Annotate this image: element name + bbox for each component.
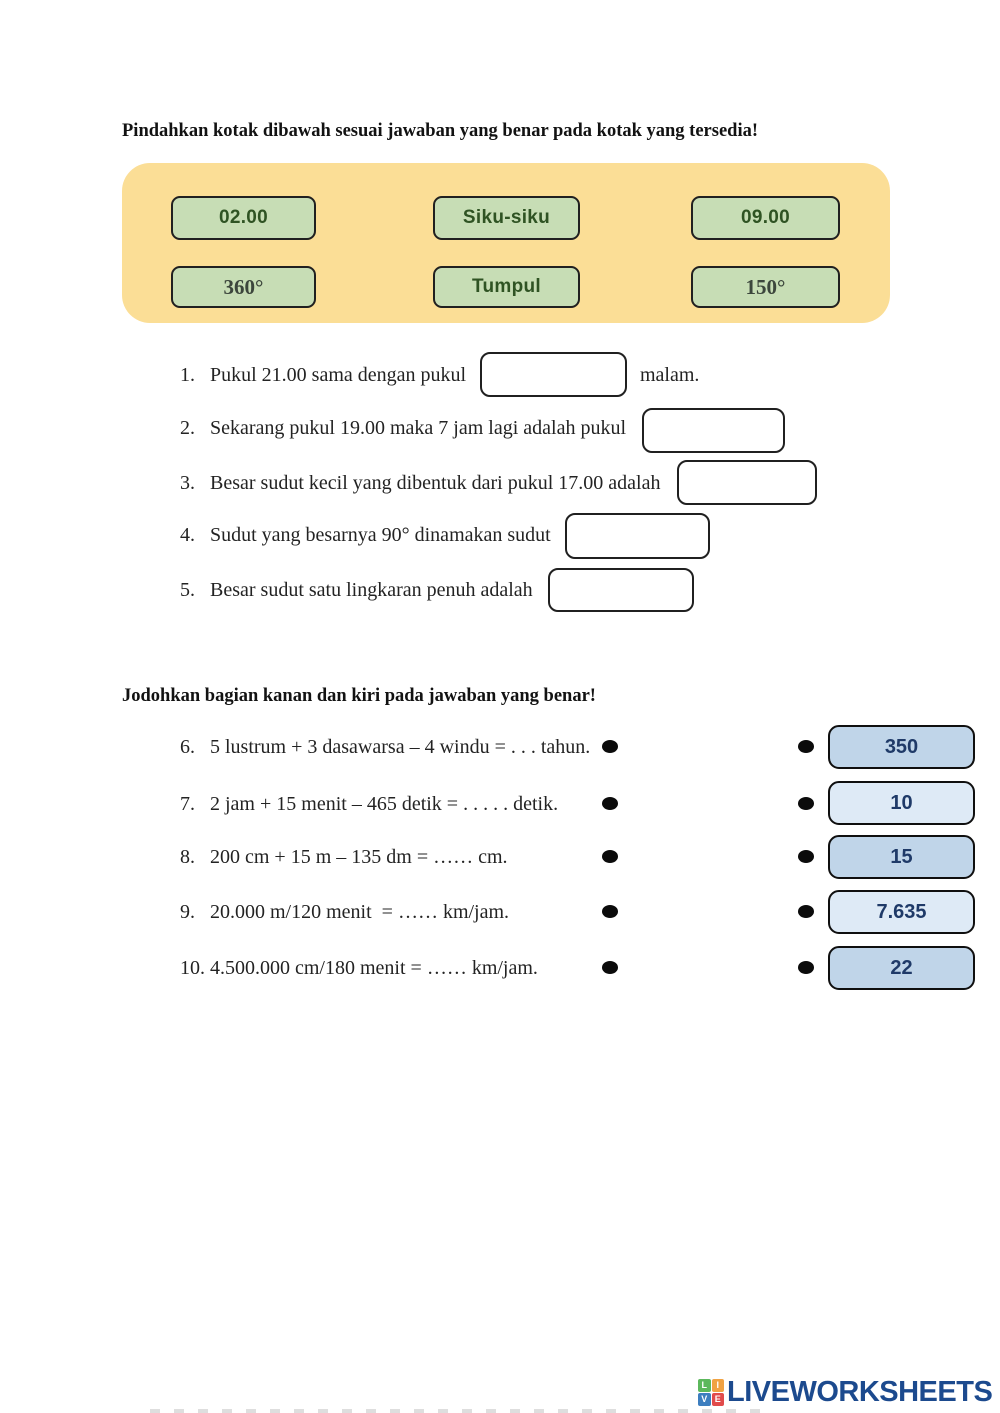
match-left-dot-10[interactable] xyxy=(602,961,618,974)
question-number: 2. xyxy=(180,417,195,439)
question-number: 1. xyxy=(180,364,195,386)
question-number: 9. xyxy=(180,901,195,923)
match-right-dot-22[interactable] xyxy=(798,961,814,974)
question-text-after: malam. xyxy=(640,364,700,386)
match-right-dot-7635[interactable] xyxy=(798,905,814,918)
fill-question-1: 1. Pukul 21.00 sama dengan pukul malam. xyxy=(0,361,1000,389)
match-right-dot-15[interactable] xyxy=(798,850,814,863)
question-text: 200 cm + 15 m – 135 dm = …… cm. xyxy=(210,846,508,868)
match-question-6: 6. 5 lustrum + 3 dasawarsa – 4 windu = .… xyxy=(0,733,1000,761)
question-number: 8. xyxy=(180,846,195,868)
answer-drop-box-4[interactable] xyxy=(565,513,710,559)
match-question-8: 8. 200 cm + 15 m – 135 dm = …… cm. xyxy=(0,843,1000,871)
logo-letter-i: I xyxy=(711,1379,724,1392)
match-answer-7635[interactable]: 7.635 xyxy=(828,890,975,934)
drag-chip-360deg[interactable]: 360° xyxy=(171,266,316,308)
fill-question-2: 2. Sekarang pukul 19.00 maka 7 jam lagi … xyxy=(0,414,1000,442)
question-text: 20.000 m/120 menit = …… km/jam. xyxy=(210,901,510,923)
match-right-dot-10[interactable] xyxy=(798,797,814,810)
match-answer-10[interactable]: 10 xyxy=(828,781,975,825)
question-number: 6. xyxy=(180,736,195,758)
answer-drop-box-2[interactable] xyxy=(642,408,785,453)
match-question-10: 10. 4.500.000 cm/180 menit = …… km/jam. xyxy=(0,954,1000,982)
match-left-dot-9[interactable] xyxy=(602,905,618,918)
match-question-9: 9. 20.000 m/120 menit = …… km/jam. xyxy=(0,898,1000,926)
logo-letter-e: E xyxy=(711,1393,724,1406)
drag-chip-tumpul[interactable]: Tumpul xyxy=(433,266,580,308)
question-number: 7. xyxy=(180,793,195,815)
match-right-dot-350[interactable] xyxy=(798,740,814,753)
question-number: 10. xyxy=(180,957,205,979)
question-text: Sudut yang besarnya 90° dinamakan sudut xyxy=(210,524,551,546)
answer-drop-box-1[interactable] xyxy=(480,352,627,397)
question-text: Besar sudut kecil yang dibentuk dari puk… xyxy=(210,472,661,494)
section2-title: Jodohkan bagian kanan dan kiri pada jawa… xyxy=(122,686,596,706)
page-bottom-cutoff-artifact xyxy=(150,1409,760,1413)
question-number: 4. xyxy=(180,524,195,546)
drag-chip-0900[interactable]: 09.00 xyxy=(691,196,840,240)
question-text: Besar sudut satu lingkaran penuh adalah xyxy=(210,579,533,601)
question-number: 3. xyxy=(180,472,195,494)
fill-question-3: 3. Besar sudut kecil yang dibentuk dari … xyxy=(0,469,1000,497)
drag-chip-150deg[interactable]: 150° xyxy=(691,266,840,308)
answer-drop-box-5[interactable] xyxy=(548,568,694,612)
match-left-dot-7[interactable] xyxy=(602,797,618,810)
drag-chip-sikusiku[interactable]: Siku-siku xyxy=(433,196,580,240)
logo-letter-v: V xyxy=(698,1393,711,1406)
liveworksheets-logo-icon: L I V E xyxy=(698,1379,724,1406)
fill-question-4: 4. Sudut yang besarnya 90° dinamakan sud… xyxy=(0,521,1000,549)
question-text: 2 jam + 15 menit – 465 detik = . . . . .… xyxy=(210,793,559,815)
fill-question-5: 5. Besar sudut satu lingkaran penuh adal… xyxy=(0,576,1000,604)
question-text: Sekarang pukul 19.00 maka 7 jam lagi ada… xyxy=(210,417,627,439)
match-question-7: 7. 2 jam + 15 menit – 465 detik = . . . … xyxy=(0,790,1000,818)
match-answer-15[interactable]: 15 xyxy=(828,835,975,879)
logo-letter-l: L xyxy=(698,1379,711,1392)
question-text: Pukul 21.00 sama dengan pukul xyxy=(210,364,467,386)
answer-drop-box-3[interactable] xyxy=(677,460,817,505)
drag-chip-0200[interactable]: 02.00 xyxy=(171,196,316,240)
match-answer-22[interactable]: 22 xyxy=(828,946,975,990)
match-left-dot-8[interactable] xyxy=(602,850,618,863)
question-text: 4.500.000 cm/180 menit = …… km/jam. xyxy=(210,957,538,979)
question-text: 5 lustrum + 3 dasawarsa – 4 windu = . . … xyxy=(210,736,591,758)
liveworksheets-brand: LIVEWORKSHEETS xyxy=(727,1376,993,1408)
match-answer-350[interactable]: 350 xyxy=(828,725,975,769)
match-left-dot-6[interactable] xyxy=(602,740,618,753)
section1-title: Pindahkan kotak dibawah sesuai jawaban y… xyxy=(122,121,759,141)
question-number: 5. xyxy=(180,579,195,601)
